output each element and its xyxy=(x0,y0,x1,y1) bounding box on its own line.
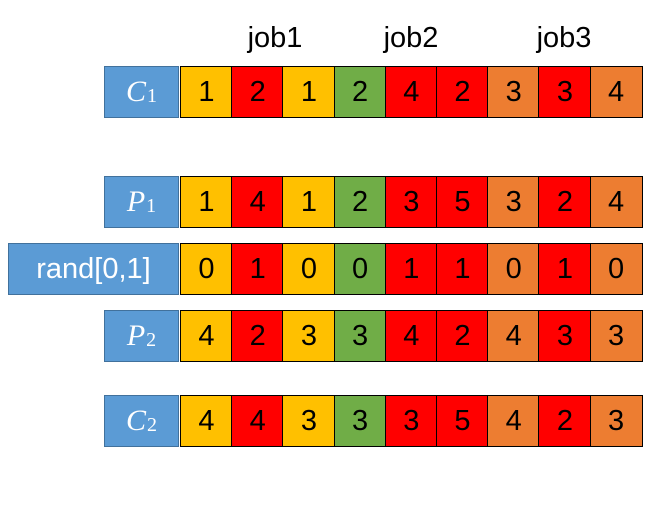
gene-cell: 4 xyxy=(180,310,233,362)
gene-cell: 3 xyxy=(333,395,387,447)
gene-cell: 4 xyxy=(384,66,438,118)
label-subscript: 2 xyxy=(146,328,157,351)
gene-cell: 3 xyxy=(589,310,643,362)
label-subscript: 1 xyxy=(147,84,157,107)
gene-cell: 5 xyxy=(436,176,489,228)
gene-cell: 1 xyxy=(180,176,233,228)
gene-cell: 2 xyxy=(333,176,387,228)
gene-cell: 4 xyxy=(487,310,541,362)
label-subscript: 1 xyxy=(146,194,157,217)
gene-cell: 0 xyxy=(282,243,336,295)
gene-cell: 2 xyxy=(538,395,592,447)
label-letter: C xyxy=(125,404,146,437)
gene-cell: 4 xyxy=(180,395,233,447)
gene-cell: 4 xyxy=(589,66,643,118)
gene-cell: 1 xyxy=(282,66,336,118)
gene-cell: 4 xyxy=(589,176,643,228)
gene-cell: 3 xyxy=(333,310,387,362)
gene-cell: 2 xyxy=(231,310,285,362)
gene-cell: 3 xyxy=(282,395,336,447)
label-letter: P xyxy=(126,319,146,352)
gene-cell: 0 xyxy=(333,243,387,295)
row-label-rand: rand[0,1] xyxy=(8,243,179,295)
gene-cell: 4 xyxy=(231,176,285,228)
gene-cell: 0 xyxy=(487,243,541,295)
gene-cell: 3 xyxy=(384,176,438,228)
gene-cell: 2 xyxy=(333,66,387,118)
gene-cell: 1 xyxy=(231,243,285,295)
gene-cell: 1 xyxy=(180,66,233,118)
gene-cell: 4 xyxy=(487,395,541,447)
gene-cell: 0 xyxy=(180,243,233,295)
gene-cell: 3 xyxy=(589,395,643,447)
gene-cell: 2 xyxy=(231,66,285,118)
gene-cell: 0 xyxy=(589,243,643,295)
gene-cell: 3 xyxy=(487,66,541,118)
gene-cell: 1 xyxy=(282,176,336,228)
gene-cell: 3 xyxy=(538,66,592,118)
gene-cell: 4 xyxy=(231,395,285,447)
gene-cell: 2 xyxy=(436,310,489,362)
label-letter: P xyxy=(126,185,146,218)
gene-cell: 1 xyxy=(384,243,438,295)
gene-cell: 4 xyxy=(384,310,438,362)
label-letter: C xyxy=(125,75,146,108)
job-header-1: job1 xyxy=(247,22,303,54)
gene-cell: 3 xyxy=(384,395,438,447)
gene-cell: 3 xyxy=(487,176,541,228)
gene-cell: 3 xyxy=(538,310,592,362)
gene-cell: 2 xyxy=(436,66,489,118)
job-header-2: job2 xyxy=(383,22,439,54)
gene-cell: 1 xyxy=(436,243,489,295)
gene-cell: 1 xyxy=(538,243,592,295)
gene-cell: 5 xyxy=(436,395,489,447)
label-subscript: 2 xyxy=(147,413,157,436)
job-header-3: job3 xyxy=(536,22,592,54)
gene-cell: 2 xyxy=(538,176,592,228)
gene-cell: 3 xyxy=(282,310,336,362)
